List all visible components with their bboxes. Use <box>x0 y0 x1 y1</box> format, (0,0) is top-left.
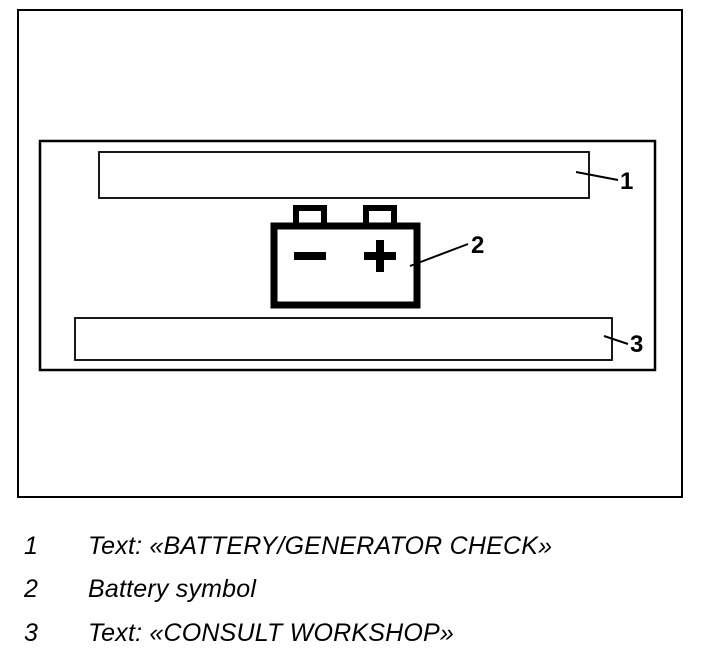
leader-line-1 <box>575 171 619 181</box>
callout-1: 1 <box>620 168 633 195</box>
diagram: 1 2 3 <box>17 9 683 498</box>
text-field-top <box>98 151 590 199</box>
legend-text: Text: «BATTERY/GENERATOR CHECK» <box>88 531 553 560</box>
leader-line-3 <box>603 335 629 345</box>
display-panel <box>38 139 657 372</box>
legend: 1 Text: «BATTERY/GENERATOR CHECK» 2 Batt… <box>0 520 704 660</box>
minus-sign <box>294 252 326 260</box>
text-field-bottom <box>74 317 613 361</box>
legend-number: 2 <box>24 574 39 603</box>
callout-3: 3 <box>630 331 643 358</box>
legend-number: 1 <box>24 531 39 560</box>
legend-text: Battery symbol <box>88 574 257 603</box>
leader-line-2 <box>409 243 469 267</box>
plus-sign <box>364 240 396 272</box>
outer-frame <box>17 9 683 498</box>
battery-icon <box>270 205 421 309</box>
legend-item: 3 Text: «CONSULT WORKSHOP» <box>0 613 704 653</box>
legend-item: 1 Text: «BATTERY/GENERATOR CHECK» <box>0 526 704 566</box>
callout-2: 2 <box>471 232 484 259</box>
legend-text: Text: «CONSULT WORKSHOP» <box>88 618 454 647</box>
legend-item: 2 Battery symbol <box>0 569 704 609</box>
legend-number: 3 <box>24 618 39 647</box>
